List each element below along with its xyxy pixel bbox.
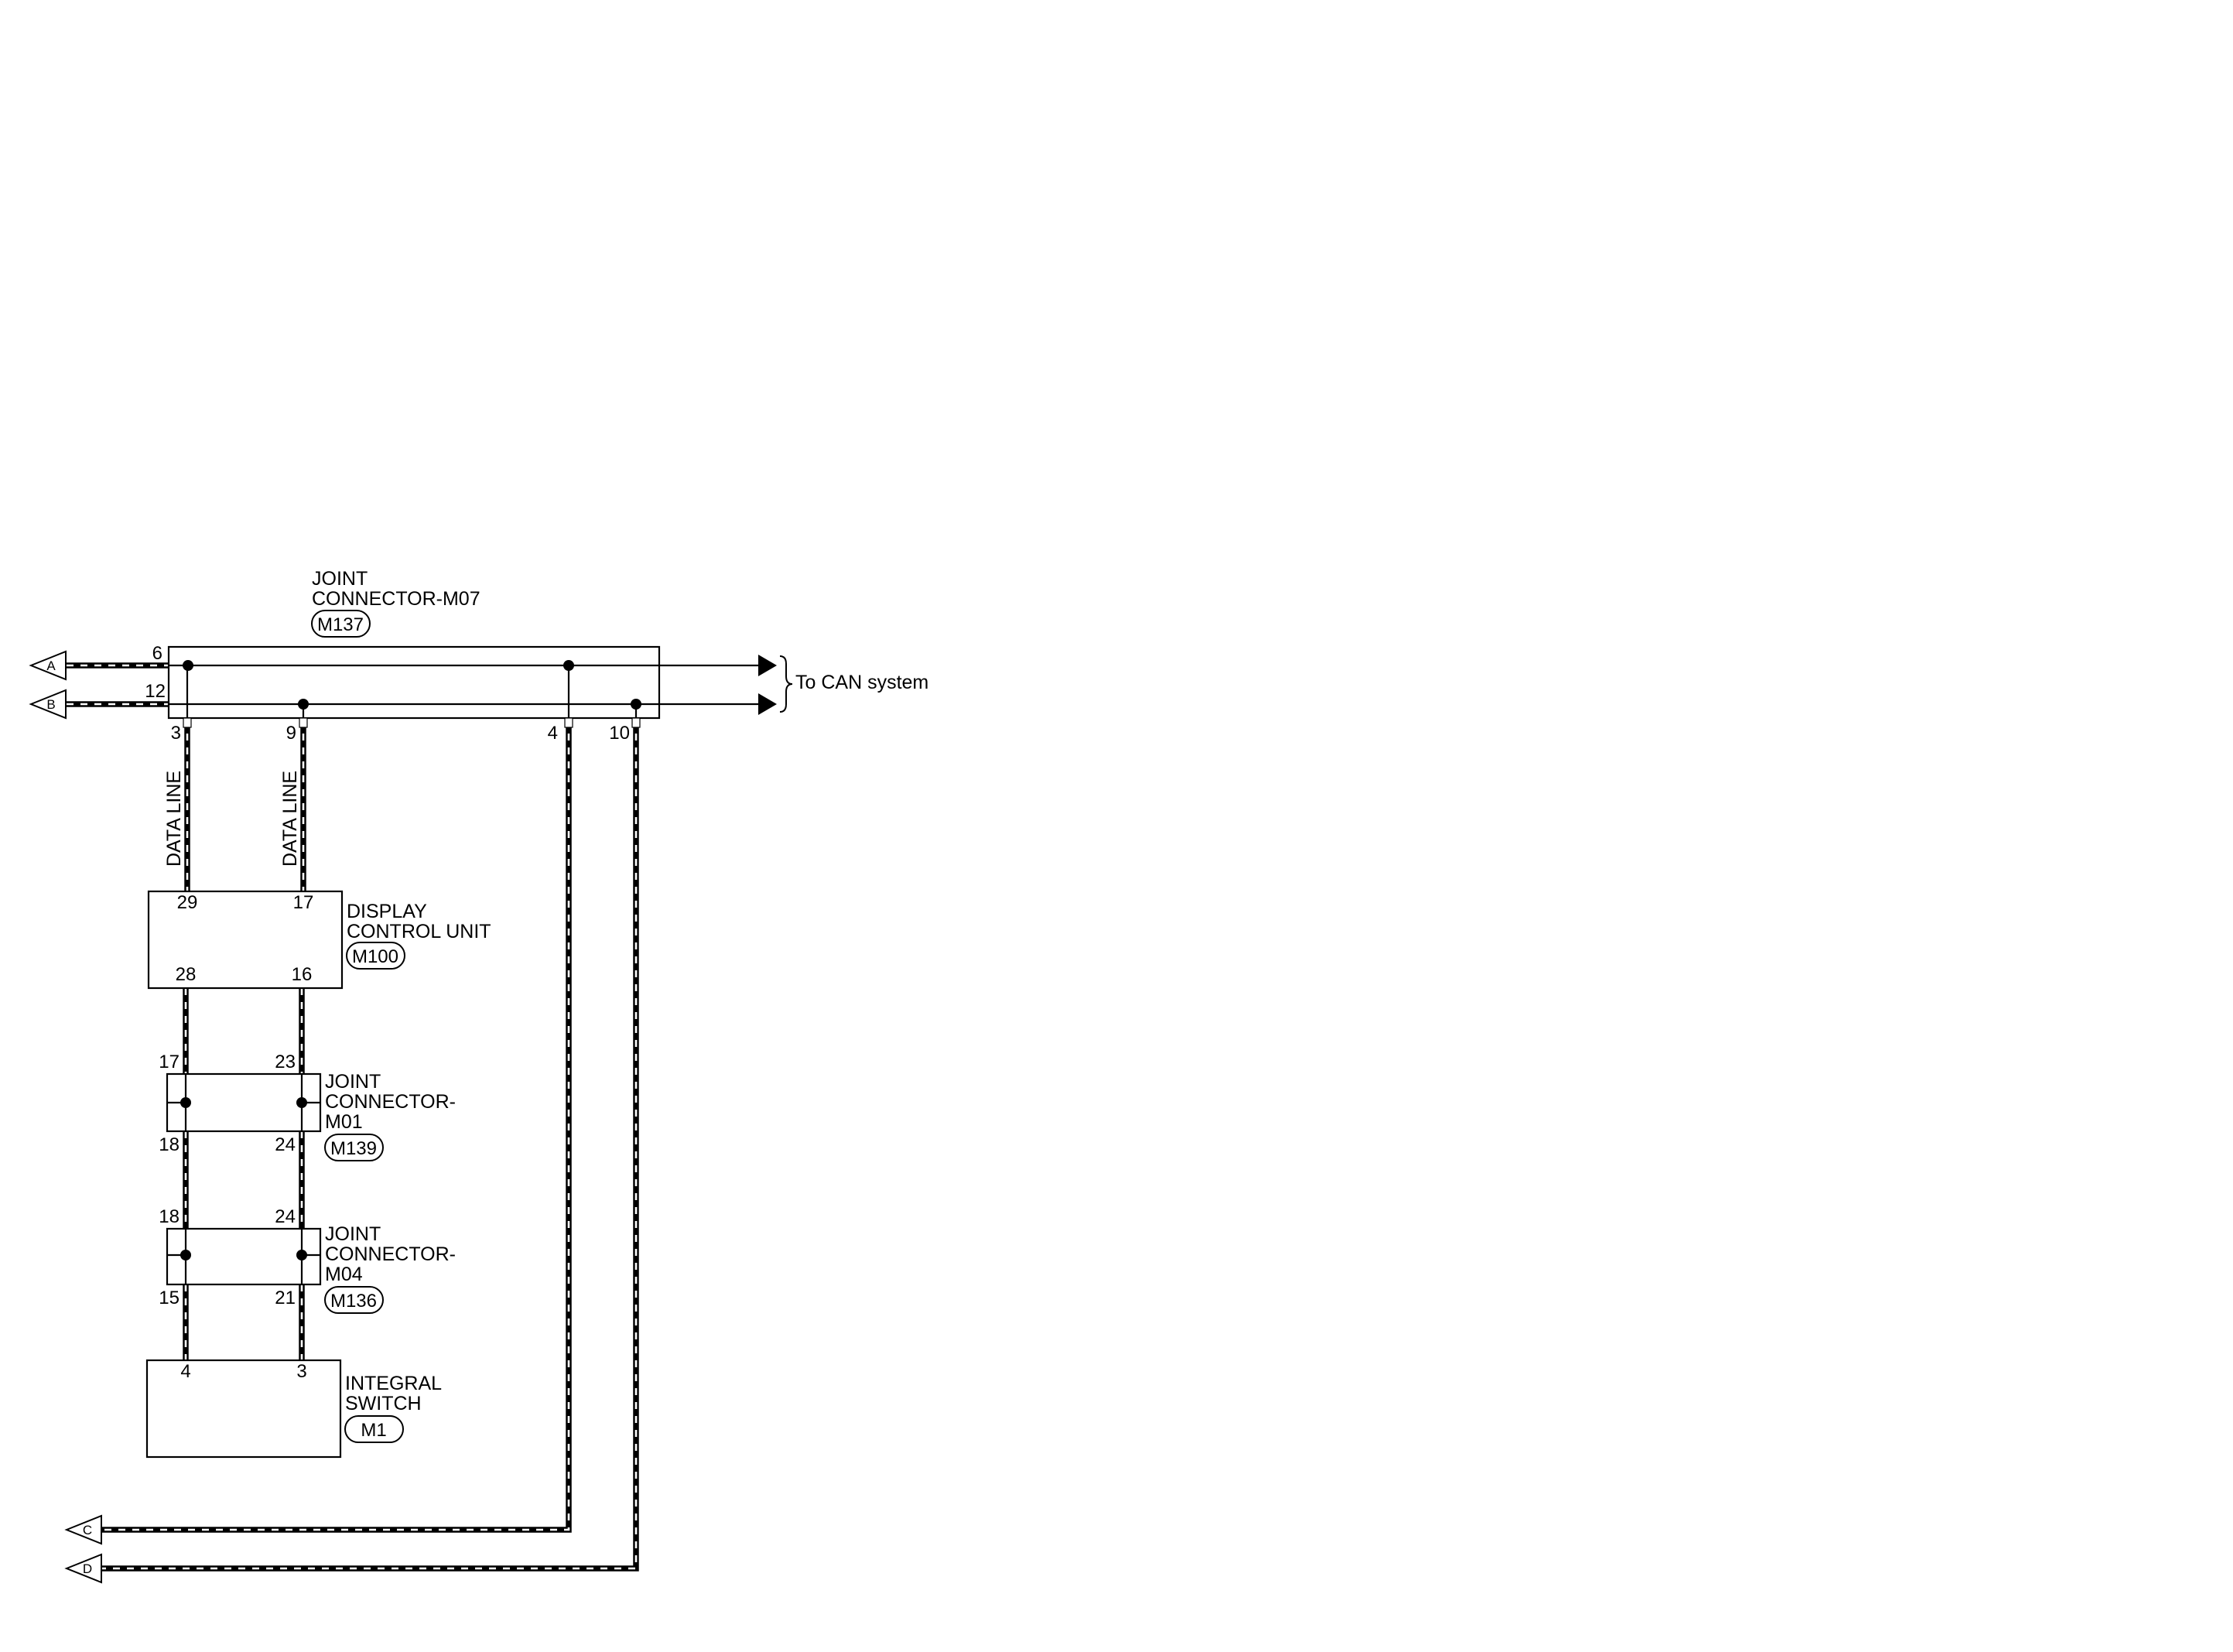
switch-name-line2: SWITCH (345, 1393, 422, 1414)
m04-pin-15: 15 (159, 1288, 180, 1308)
dcu-pin-29: 29 (177, 892, 198, 913)
can-arrow-upper (758, 655, 777, 676)
dcu-pin-16: 16 (292, 964, 313, 985)
m07-connector-badge (311, 610, 371, 638)
m04-pin-24: 24 (275, 1206, 296, 1227)
m01-pin-24: 24 (275, 1134, 296, 1155)
can-brace (779, 655, 793, 713)
m04-pin-21: 21 (275, 1288, 296, 1308)
dcu-pin-28: 28 (176, 964, 197, 985)
m04-name-line1: JOINT (325, 1223, 381, 1245)
dcu-connector-badge (346, 942, 405, 970)
m07-name-line1: JOINT (312, 568, 368, 590)
switch-pin-4: 4 (180, 1361, 190, 1382)
m01-name-line3: M01 (325, 1111, 363, 1133)
m07-pin-12: 12 (145, 681, 166, 702)
m07-pin-10: 10 (609, 723, 630, 744)
flag-d: D (64, 1553, 102, 1584)
dcu-connector-id: M100 (352, 946, 398, 967)
m04-name-line3: M04 (325, 1264, 363, 1285)
data-line-label-right: DATA LINE (279, 771, 301, 867)
m07-pin-6: 6 (152, 643, 162, 664)
flag-d-label: D (83, 1561, 92, 1576)
m01-pin-23: 23 (275, 1052, 296, 1072)
flag-c: C (64, 1514, 102, 1545)
can-arrow-lower (758, 693, 777, 715)
m04-name-line2: CONNECTOR- (325, 1243, 456, 1265)
m07-pin-3: 3 (171, 723, 181, 744)
switch-connector-id: M1 (361, 1420, 386, 1441)
flag-a-label: A (46, 658, 56, 673)
flag-b: B (29, 689, 67, 720)
m01-name-line1: JOINT (325, 1071, 381, 1093)
switch-pin-3: 3 (296, 1361, 306, 1382)
m07-connector-id: M137 (317, 614, 364, 635)
m04-pin-18: 18 (159, 1206, 180, 1227)
display-control-unit: 29 17 28 16 DISPLAY CONTROL UNIT M100 (147, 890, 491, 990)
m07-name-line2: CONNECTOR-M07 (312, 588, 480, 610)
flag-a: A (29, 650, 67, 681)
m01-connector-id: M139 (330, 1138, 377, 1159)
dcu-name-line2: CONTROL UNIT (347, 921, 491, 942)
dcu-pin-17: 17 (293, 892, 314, 913)
joint-connector-m07: To CAN system 6 12 3 9 4 10 JOINT CONNEC… (145, 568, 928, 744)
m01-pin-17: 17 (159, 1052, 180, 1072)
switch-connector-badge (344, 1415, 404, 1443)
flag-b-label: B (46, 697, 55, 712)
integral-switch: 4 3 INTEGRAL SWITCH M1 (145, 1359, 442, 1459)
m07-pin-4: 4 (548, 723, 558, 744)
joint-connector-m04: 18 24 15 21 JOINT CONNECTOR- M04 M136 (159, 1206, 456, 1314)
switch-name-line1: INTEGRAL (345, 1373, 442, 1394)
m04-connector-id: M136 (330, 1291, 377, 1312)
dcu-name-line1: DISPLAY (347, 901, 427, 922)
joint-connector-m01: 17 23 18 24 JOINT CONNECTOR- M01 M139 (159, 1052, 456, 1161)
wires (67, 662, 639, 1572)
m01-name-line2: CONNECTOR- (325, 1091, 456, 1113)
m01-connector-badge (324, 1134, 384, 1161)
flag-c-label: C (83, 1523, 92, 1537)
m01-pin-18: 18 (159, 1134, 180, 1155)
data-line-label-left: DATA LINE (163, 771, 185, 867)
m07-pin-9: 9 (286, 723, 296, 744)
m04-connector-badge (324, 1286, 384, 1314)
can-system-note: To CAN system (795, 672, 928, 693)
